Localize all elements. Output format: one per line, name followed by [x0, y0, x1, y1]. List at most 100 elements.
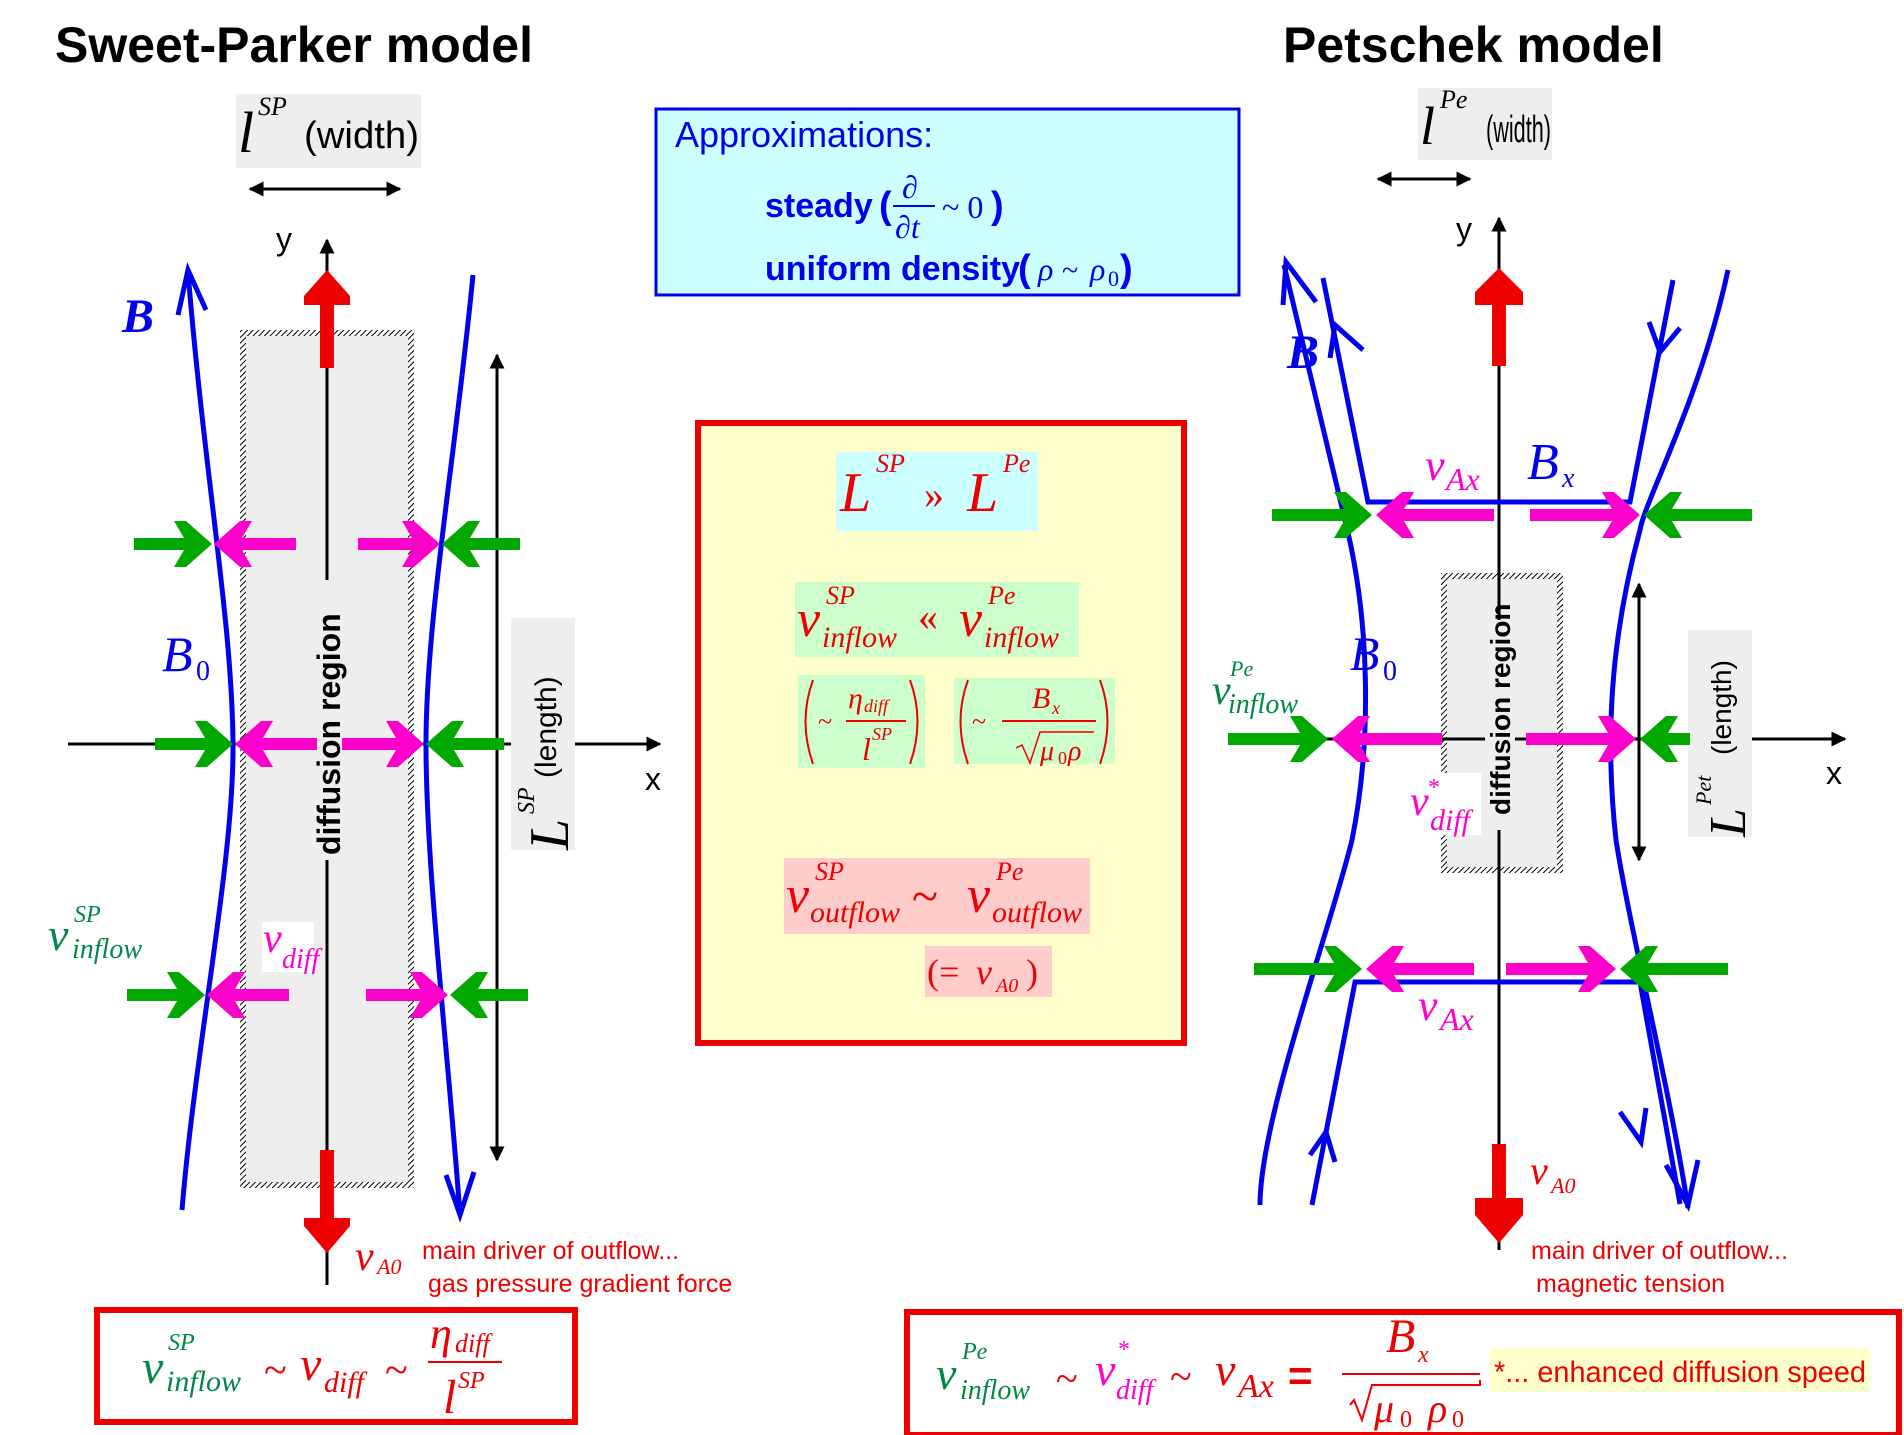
pe-inflow-arrow-left — [1272, 492, 1372, 538]
pe-b0-sub: 0 — [1383, 656, 1397, 687]
pe-formula-lhs-sup: Pe — [961, 1339, 988, 1365]
pe-formula-den-mu: μ — [1373, 1386, 1394, 1431]
sp-length-label-bg — [511, 618, 575, 850]
petschek-diagram: l Pe (width) y x diffusion region L Pet … — [904, 85, 1902, 1435]
comparison-outflow-lhs: v — [786, 867, 810, 924]
approx-density-open: ( — [1018, 248, 1031, 290]
comparison-sp-paren-right — [909, 679, 919, 765]
sp-diffusion-label: diffusion region — [311, 613, 347, 855]
comparison-inflow-rhs: v — [959, 591, 983, 648]
pe-width-sup: Pe — [1439, 85, 1467, 114]
sp-field-arrow-down-icon — [443, 1171, 477, 1223]
pe-formula-den-mu-sub: 0 — [1400, 1407, 1412, 1433]
sp-diff-arrow-left — [214, 521, 296, 567]
sp-diff-symbol: v — [263, 916, 282, 962]
approximations-box: Approximations: steady ( ∂ ∂t ~ 0 ) unif… — [654, 107, 1241, 297]
pe-formula-den-rho-sub: 0 — [1452, 1407, 1464, 1433]
sweet-parker-title: Sweet-Parker model — [55, 17, 533, 73]
pe-field-arrow-icon — [1307, 1126, 1338, 1163]
sp-formula-lhs-sup: SP — [168, 1330, 195, 1356]
pe-formula-tilde1: ~ — [1056, 1356, 1078, 1401]
approx-density: uniform density — [765, 250, 1020, 288]
pe-field-arrow-icon — [1327, 320, 1365, 359]
pe-flow-arrows — [1228, 492, 1752, 992]
pe-inflow-arrow-left — [1254, 946, 1362, 992]
sp-formula-mid-symbol: v — [300, 1338, 322, 1391]
pe-inflow-arrow-left — [1228, 716, 1328, 762]
pe-diff-label: v * diff — [1410, 775, 1474, 837]
sp-field-label: B — [121, 290, 154, 343]
comparison-length-bg — [836, 452, 1038, 531]
pe-formula-den-rho: ρ — [1426, 1386, 1447, 1431]
sp-formula-num-sub: diff — [455, 1329, 493, 1358]
pe-diff-arrow-right — [1530, 492, 1640, 538]
sp-inflow-arrow-left — [134, 521, 212, 567]
approx-density-close: ) — [1120, 248, 1133, 290]
pe-diff-arrow-right — [1526, 716, 1636, 762]
comparison-va0-bg — [925, 946, 1052, 997]
pe-length-label-bg — [1688, 630, 1752, 837]
sp-formula: v SP inflow ~ v diff ~ η diff l SP — [142, 1309, 502, 1424]
comparison-pe-num: B — [1032, 682, 1050, 715]
pe-formula-note-bg — [1490, 1348, 1870, 1392]
comparison-outflow-rhs: v — [967, 867, 991, 924]
pe-diff-arrow-left — [1366, 946, 1474, 992]
pe-inflow-label: v Pe inflow — [1212, 656, 1298, 720]
comparison-sp-num-sub: diff — [864, 696, 891, 716]
sp-diff-sub: diff — [282, 944, 323, 975]
sp-length-sup: SP — [514, 787, 540, 814]
sp-driver-line1: main driver of outflow... — [422, 1237, 679, 1265]
sp-width-text: (width) — [304, 115, 419, 157]
comparison-pe-sqrt-icon — [1015, 731, 1094, 766]
pe-formula-note: *... enhanced diffusion speed — [1494, 1356, 1866, 1389]
sp-outflow-label: v A0 — [355, 1234, 401, 1280]
sp-formula-den-symbol: l — [443, 1371, 456, 1424]
comparison-sp-paren-left — [804, 679, 814, 765]
pe-outflow-symbol: v — [1530, 1148, 1548, 1193]
pe-diff-label-bg — [1397, 773, 1481, 835]
pe-vax-top-symbol: v — [1425, 441, 1445, 490]
sweet-parker-diagram: l SP (width) y x diffusion region L SP (… — [48, 92, 732, 1425]
pe-inflow-arrow-right — [1644, 492, 1752, 538]
sp-formula-tilde2: ~ — [385, 1348, 408, 1394]
pe-formula: v Pe inflow ~ v * diff ~ v Ax = B x μ 0 … — [936, 1310, 1870, 1433]
comparison-sp-tilde: ~ — [818, 707, 832, 736]
pe-bx-symbol: B — [1527, 434, 1559, 491]
pe-b0-label: B 0 — [1350, 628, 1397, 687]
pe-field-label: B — [1286, 326, 1319, 379]
pe-bx-sub: x — [1561, 463, 1575, 494]
sp-diffusion-label-bg — [312, 580, 344, 860]
sp-field-arrow-up-icon — [175, 262, 209, 316]
pe-field-line-left-outer — [1257, 264, 1369, 1206]
sp-inflow-sub: inflow — [72, 934, 142, 965]
pe-inflow-arrow-right — [1620, 946, 1728, 992]
sp-x-axis-label: x — [645, 761, 661, 797]
comparison-inflow-op: « — [918, 594, 938, 639]
comparison-inflow-lhs-sup: SP — [826, 581, 855, 610]
pe-length-text: (length) — [1706, 660, 1737, 755]
pe-driver-line1: main driver of outflow... — [1531, 1237, 1788, 1265]
comparison-length-rhs: L — [966, 462, 998, 524]
pe-formula-equals: = — [1288, 1352, 1313, 1399]
comparison-pe-den-mu-sub: 0 — [1058, 748, 1067, 768]
comparison-inflow-lhs-sub: inflow — [822, 621, 897, 654]
comparison-inflow-bg — [795, 582, 1079, 657]
pe-inflow-sub: inflow — [1228, 689, 1298, 720]
comparison-pe-num-sub: x — [1051, 698, 1060, 718]
comparison-box: L SP » L Pe v SP inflow « v Pe inflow ~ … — [695, 420, 1187, 1046]
pe-formula-num-sub: x — [1417, 1342, 1429, 1368]
approx-density-rho0: ρ — [1089, 251, 1105, 287]
comparison-va0-sub: A0 — [994, 975, 1018, 997]
comparison-sp-num: η — [848, 682, 863, 715]
comparison-outflow-rhs-sub: outflow — [992, 896, 1082, 929]
approx-density-rho0-sub: 0 — [1108, 266, 1119, 291]
pe-diff-sub: diff — [1430, 804, 1474, 837]
comparison-outflow-lhs-sub: outflow — [810, 896, 900, 929]
comparison-inflow-rhs-sub: inflow — [984, 621, 1059, 654]
approx-steady-num: ∂ — [902, 169, 918, 205]
comparison-sp-den: l — [862, 731, 871, 767]
sp-formula-num-symbol: η — [430, 1309, 452, 1358]
sp-length-symbol: L — [519, 819, 581, 851]
petschek-title: Petschek model — [1283, 17, 1664, 73]
comparison-pe-paren-left — [959, 679, 969, 765]
